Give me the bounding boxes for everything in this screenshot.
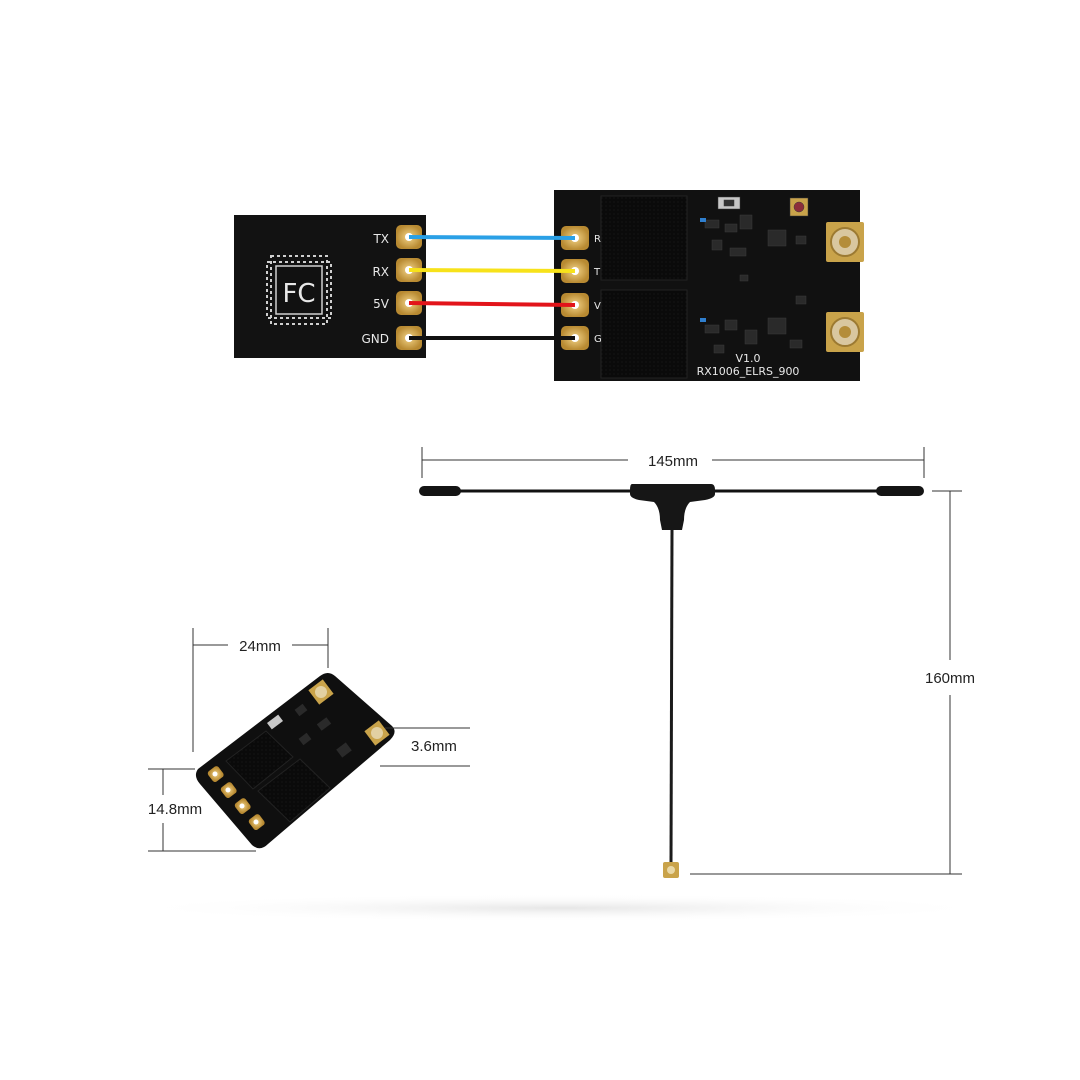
board-length-label: 14.8mm (148, 801, 202, 818)
board-thickness-label: 3.6mm (411, 738, 457, 755)
antenna-height-dimension (690, 490, 962, 875)
receiver-pcb (554, 190, 860, 381)
receiver-rf-shield-top (600, 195, 688, 281)
small-board-pad-holes (212, 771, 259, 825)
receiver-rf-shield-bottom (600, 289, 688, 379)
wires (408, 235, 576, 340)
fc-chip-label: FC (282, 279, 315, 309)
receiver-pad-letter-r: R (594, 234, 601, 245)
small-ipex-1-icon (308, 679, 334, 705)
antenna-height-label: 160mm (925, 670, 975, 687)
wire-tx-r (408, 235, 576, 240)
receiver-pad-letter-v: V (594, 301, 601, 312)
fc-pin-label-tx: TX (372, 232, 389, 246)
ipex-connector-2-icon (826, 312, 864, 352)
antenna-left-tip (419, 486, 461, 496)
small-ipex-2-icon (364, 720, 390, 746)
small-board-shield-2 (257, 758, 331, 823)
receiver-board-perspective (195, 673, 395, 849)
fc-board-pcb (234, 215, 426, 358)
receiver-version-label: V1.0 (735, 352, 760, 365)
fc-chip-icon: FC (266, 255, 332, 325)
small-board-components (267, 703, 352, 758)
receiver-model-label: RX1006_ELRS_900 (697, 365, 800, 378)
receiver-pad-letter-g: G (594, 334, 602, 345)
floor-shadow (120, 894, 1000, 922)
antenna-t-joint (630, 484, 715, 530)
t-antenna (419, 484, 924, 878)
fc-pin-label-gnd: GND (361, 332, 389, 346)
antenna-width-dimension (421, 447, 925, 478)
ipex-connector-1-icon (826, 222, 864, 262)
ipex-plug-icon (663, 862, 679, 878)
fc-pin-label-5v: 5V (373, 297, 390, 311)
board-thickness-dimension (380, 727, 470, 767)
receiver-components (704, 196, 809, 354)
fc-board: FC TX RX 5V GND (234, 215, 426, 358)
receiver-board: V1.0 RX1006_ELRS_900 R T V G (554, 190, 864, 381)
fc-pin-label-rx: RX (372, 265, 389, 279)
wire-5v-v (408, 301, 576, 307)
antenna-right-tip (876, 486, 924, 496)
receiver-leds (700, 218, 706, 322)
small-board-shield-1 (225, 730, 294, 790)
receiver-pad-letter-t: T (593, 267, 601, 278)
board-width-label: 24mm (239, 638, 281, 655)
wire-rx-t (408, 268, 576, 273)
antenna-width-label: 145mm (648, 453, 698, 470)
board-width-dimension (192, 628, 329, 752)
board-length-dimension (148, 768, 256, 852)
